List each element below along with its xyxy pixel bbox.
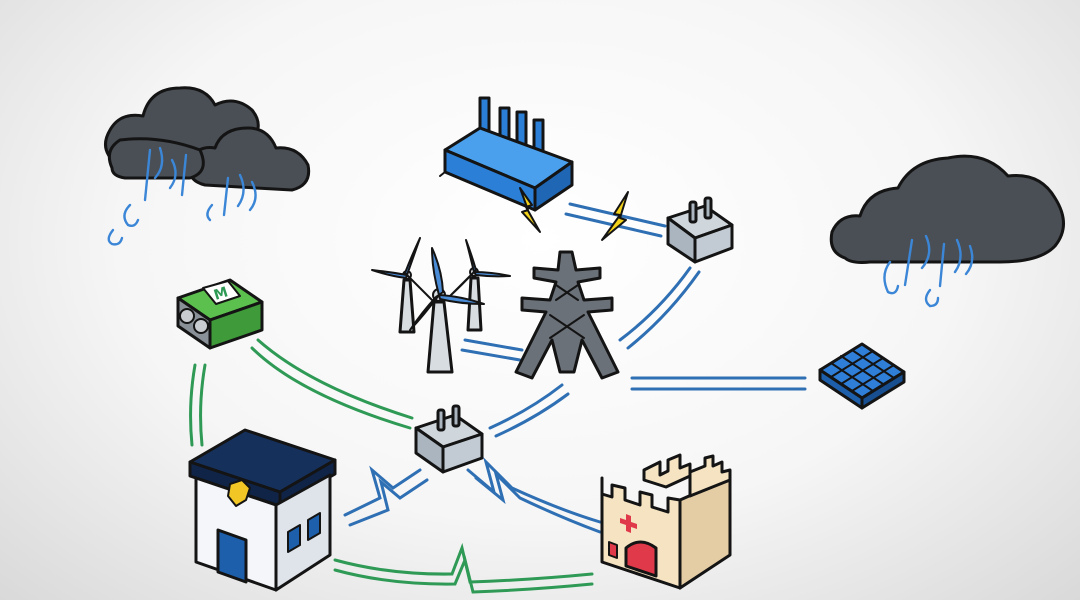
transmission-links [343,202,807,534]
wind-gust-right-icon [883,234,974,308]
transmission-tower-icon [514,250,620,380]
lightning-bolt-icon [519,187,541,233]
link-substation-tower-b [626,270,701,350]
link-substation-tower [618,266,692,342]
link-wind-tower [463,338,524,352]
wind-gust-left-icon [107,146,257,246]
police-station-icon [188,428,337,592]
microgrid-label: M [202,280,241,305]
link-wind-tower-b [460,348,522,362]
link-controller-substation-b [256,338,414,420]
link-police-hospital-b [333,555,594,594]
solar-panel-icon [818,342,906,410]
link-substation-hospital [466,456,602,524]
microgrid-letter: M [212,284,230,304]
link-substation-police-b [348,477,429,527]
link-controller-police-b [199,363,207,447]
hospital-icon [600,453,732,590]
link-substation-hospital-b [474,468,602,534]
link-tower-substation [488,383,564,430]
power-plant-icon [439,96,574,212]
link-controller-substation [250,346,412,430]
link-substation-police [343,465,422,517]
link-tower-substation-b [494,392,570,438]
microgrid-links [189,338,594,594]
substation-top-icon [666,196,734,264]
wind-turbine-icon [371,237,511,374]
microgrid-controller-icon: M [176,278,264,350]
link-controller-police [189,363,197,447]
lightning-bolt-icon-2 [601,191,629,241]
storm-cloud-right-icon [829,154,1065,308]
substation-center-icon [414,404,484,474]
storm-cloud-left-icon [104,86,311,246]
